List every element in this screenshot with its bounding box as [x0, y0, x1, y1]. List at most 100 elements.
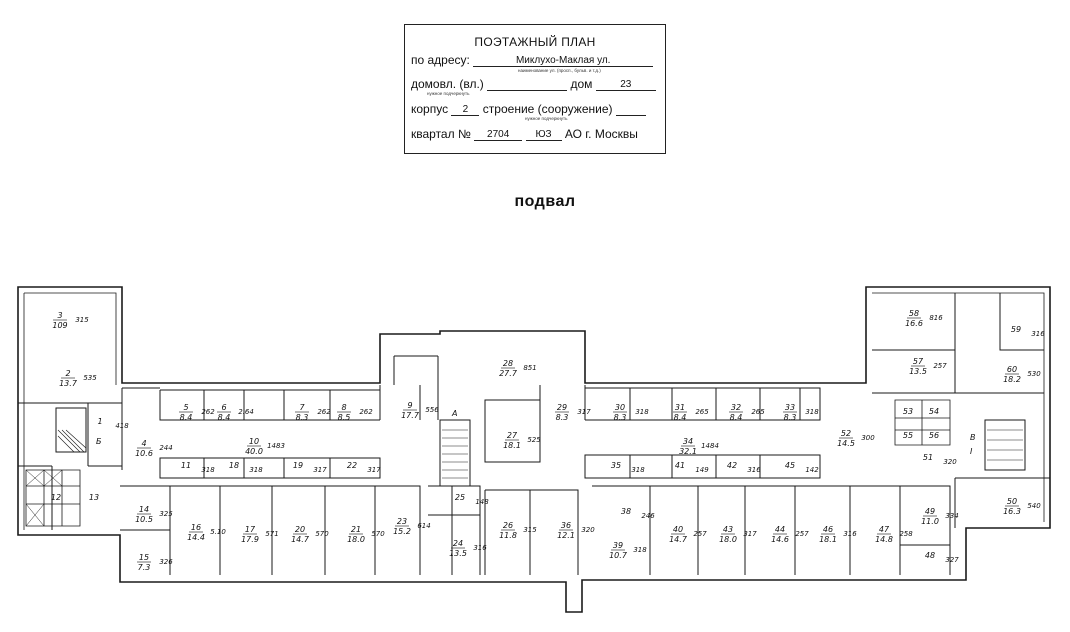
room-dimension: 317: [743, 530, 757, 538]
room-dimension: 265: [695, 408, 709, 416]
room-area: 15.2: [393, 527, 411, 536]
room-dimension: 148: [475, 498, 489, 506]
room-number: 3: [57, 311, 62, 320]
room-dimension: 316: [843, 530, 857, 538]
mark-i: I: [970, 447, 973, 456]
room-number: 5: [183, 403, 188, 412]
room-dimension: 318: [201, 466, 215, 474]
room-area: 12.1: [557, 531, 575, 540]
address-label: по адресу:: [411, 53, 470, 67]
room-dimension: 300: [861, 434, 875, 442]
room-number: 48: [925, 551, 935, 560]
room-number: 34: [683, 437, 693, 446]
room-dimension: 571: [265, 530, 278, 538]
room-dimension: 246: [641, 512, 655, 520]
room-dimension: 325: [159, 510, 173, 518]
room-dimension: 525: [527, 436, 541, 444]
room-number: 30: [615, 403, 625, 412]
room-55: 55: [903, 431, 913, 440]
room-dimension: 262: [201, 408, 215, 416]
room-number: 45: [785, 461, 795, 470]
room-dimension: 244: [159, 444, 172, 452]
room-number: 32: [731, 403, 741, 412]
room-dimension: 530: [1027, 370, 1041, 378]
room-number: 51: [923, 453, 933, 462]
room-area: 14.7: [669, 535, 688, 544]
room-area: 32.1: [679, 447, 697, 456]
room-area: 13.5: [909, 367, 927, 376]
room-area: 27.7: [499, 369, 518, 378]
korpus-row: корпус 2 строение (сооружение): [411, 102, 646, 116]
room-dimension: 327: [945, 556, 959, 564]
room-dimension: 316: [1031, 330, 1045, 338]
address-value: Миклухо-Маклая ул.: [473, 55, 654, 67]
room-area: 14.4: [187, 533, 205, 542]
room-dimension: 540: [1027, 502, 1041, 510]
room-dimension: 318: [635, 408, 649, 416]
room-number: 28: [503, 359, 513, 368]
room-number: 38: [621, 507, 631, 516]
room-area: 11.8: [499, 531, 517, 540]
room-dimension: 315: [75, 316, 89, 324]
room-dimension: 142: [805, 466, 819, 474]
room-48: 48 327: [925, 551, 959, 564]
room-number: 12: [51, 493, 61, 502]
room-number: 57: [913, 357, 924, 366]
room-number: 25: [455, 493, 465, 502]
room-dimension: 851: [523, 364, 536, 372]
room-number: 16: [191, 523, 201, 532]
room-area: 16.3: [1003, 507, 1021, 516]
room-number: 46: [823, 525, 833, 534]
room-6: 68.42.64: [217, 403, 254, 422]
room-number: 9: [407, 401, 412, 410]
room-number: 55: [903, 431, 913, 440]
room-number: 21: [351, 525, 361, 534]
room-number: 1: [97, 417, 102, 426]
mark-v: В: [970, 433, 976, 442]
room-area: 18.0: [347, 535, 365, 544]
room-area: 8.3: [556, 413, 569, 422]
room-area: 13.7: [59, 379, 78, 388]
room-area: 18.0: [719, 535, 737, 544]
room-number: 4: [141, 439, 146, 448]
room-area: 14.8: [875, 535, 893, 544]
room-number: 33: [785, 403, 795, 412]
room-number: 26: [503, 521, 513, 530]
room-number: 42: [727, 461, 737, 470]
room-number: 18: [229, 461, 239, 470]
room-number: 14: [139, 505, 149, 514]
room-number: 24: [453, 539, 463, 548]
room-number: 53: [903, 407, 913, 416]
room-45: 45 142: [785, 461, 819, 474]
kvartal-value: 2704: [474, 129, 523, 141]
room-number: 39: [613, 541, 623, 550]
room-number: 56: [929, 431, 939, 440]
room-number: 43: [723, 525, 733, 534]
room-dimension: 265: [751, 408, 765, 416]
room-number: 44: [775, 525, 785, 534]
kvartal-row: квартал № 2704 ЮЗ АО г. Москвы: [411, 127, 638, 141]
okrug-suffix: АО г. Москвы: [564, 127, 638, 141]
